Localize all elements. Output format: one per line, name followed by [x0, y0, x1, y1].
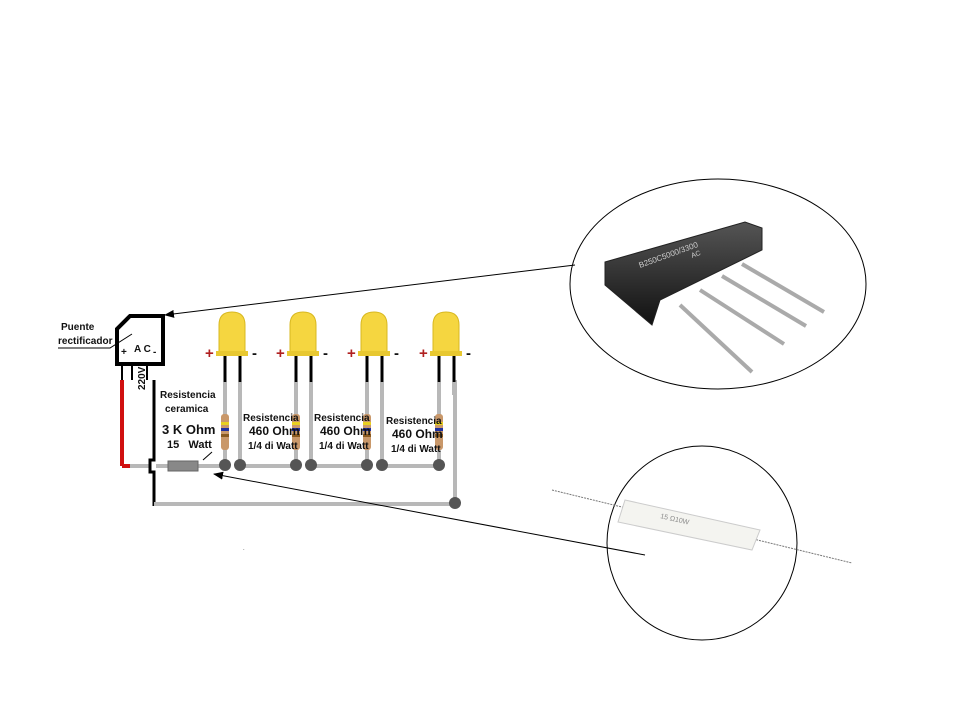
led-body	[289, 311, 317, 353]
led-body	[360, 311, 388, 353]
led-plus-label: +	[276, 345, 285, 362]
led-body	[218, 311, 246, 353]
voltage-label: 220V	[137, 366, 148, 390]
node-dot	[305, 459, 317, 471]
bridge-callout-arrow	[164, 264, 576, 318]
svg-text:Resistencia: Resistencia	[314, 413, 370, 424]
svg-text:460 Ohm: 460 Ohm	[249, 424, 300, 438]
led-plus-label: +	[205, 345, 214, 362]
bridge-label-line2: rectificador	[58, 336, 113, 347]
led-minus-label: -	[323, 345, 328, 362]
node-dot	[433, 459, 445, 471]
node-dot	[361, 459, 373, 471]
bridge-photo-bubble	[569, 178, 867, 390]
bridge-plus-label: +	[121, 347, 127, 358]
svg-text:Resistencia: Resistencia	[386, 416, 442, 427]
svg-text:1/4 di Watt: 1/4 di Watt	[248, 441, 298, 452]
svg-text:AC: AC	[690, 250, 702, 260]
led-body	[432, 311, 460, 353]
resistor-callout-arrow	[213, 471, 646, 556]
bridge-rectifier-photo: B250C5000/3300 AC	[604, 221, 826, 374]
resistor-label-1: Resistencia 460 Ohm 1/4 di Watt	[243, 413, 300, 452]
resistor-2	[292, 414, 300, 450]
resistor-label-3: Resistencia 460 Ohm 1/4 di Watt	[386, 416, 443, 455]
negative-wire	[148, 380, 156, 506]
led-rim	[287, 351, 319, 356]
svg-text:460 Ohm: 460 Ohm	[320, 424, 371, 438]
bridge-ac-label: A C	[134, 344, 151, 355]
led-3: +-	[347, 311, 399, 471]
led-rim	[358, 351, 390, 356]
led-minus-label: -	[252, 345, 257, 362]
led-4: +-	[419, 311, 471, 471]
svg-text:1/4 di Watt: 1/4 di Watt	[319, 441, 369, 452]
svg-text:Resistencia: Resistencia	[243, 413, 299, 424]
svg-text:1/4 di Watt: 1/4 di Watt	[391, 444, 441, 455]
resistor-1	[221, 414, 229, 450]
node-dot	[290, 459, 302, 471]
led-plus-label: +	[347, 345, 356, 362]
bridge-rectifier-symbol: A C + - 220V	[115, 314, 165, 390]
bridge-label-line1: Puente	[61, 322, 95, 333]
led-rim	[430, 351, 462, 356]
svg-text:.: .	[243, 546, 245, 552]
ceramic-label-3: 3 K Ohm	[162, 422, 215, 437]
led-rim	[216, 351, 248, 356]
ceramic-label-4: 15 Watt	[167, 439, 212, 451]
leader-line	[58, 333, 133, 349]
led-1: +-	[205, 311, 257, 471]
svg-text:460 Ohm: 460 Ohm	[392, 427, 443, 441]
bridge-minus-label: -	[153, 347, 156, 358]
node-dot	[234, 459, 246, 471]
led-minus-label: -	[394, 345, 399, 362]
ceramic-label-2: ceramica	[165, 404, 209, 415]
node-dot	[219, 459, 231, 471]
ceramic-resistor-symbol	[167, 460, 199, 472]
node-dot	[376, 459, 388, 471]
resistor-photo-bubble	[606, 445, 798, 641]
resistor-4	[435, 414, 443, 450]
resistor-label-2: Resistencia 460 Ohm 1/4 di Watt	[314, 413, 371, 452]
led-2: +-	[276, 311, 328, 471]
wiring	[120, 380, 461, 509]
led-plus-label: +	[419, 345, 428, 362]
ceramic-resistor-photo: 15 Ω10W	[551, 489, 853, 564]
led-minus-label: -	[466, 345, 471, 362]
node-dot	[449, 497, 461, 509]
ceramic-label-1: Resistencia	[160, 390, 216, 401]
resistor-3	[363, 414, 371, 450]
